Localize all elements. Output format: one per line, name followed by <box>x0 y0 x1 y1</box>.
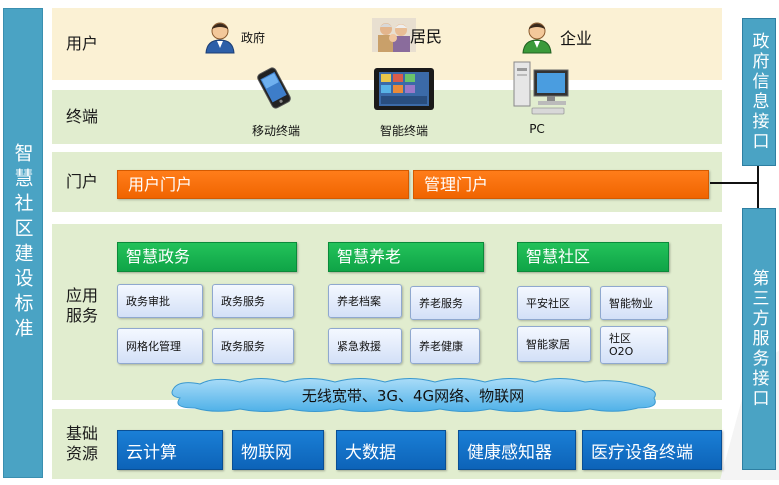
portal-layer-label: 门户 <box>66 172 99 191</box>
gov-interface-box: 政府信息接口 <box>742 18 776 166</box>
application-layer-label: 应用 服务 <box>66 286 99 325</box>
app-group-community-header: 智慧社区 <box>517 242 669 272</box>
person-icon <box>205 22 235 54</box>
diagram-title: 智慧社区建设标准 <box>11 143 34 343</box>
terminal-mobile-label: 移动终端 <box>251 124 300 138</box>
app-item: 养老档案 <box>328 284 402 318</box>
terminal-layer-label: 终端 <box>66 107 99 126</box>
app-item: 网格化管理 <box>117 328 203 364</box>
diagram-title-panel: 智慧社区建设标准 <box>3 8 43 478</box>
third-party-interface-label: 第三方服务接口 <box>748 269 769 409</box>
pc-icon <box>513 61 569 115</box>
app-group-elder-header: 智慧养老 <box>328 242 484 272</box>
base-health-sensor: 健康感知器 <box>458 430 576 470</box>
app-item: 政务服务 <box>212 328 294 364</box>
gov-interface-label: 政府信息接口 <box>748 32 769 152</box>
app-item: 智能物业 <box>600 286 668 320</box>
app-item: 养老服务 <box>410 286 480 320</box>
connector-line-vertical <box>757 166 759 208</box>
app-item: 社区 O2O <box>600 326 668 364</box>
app-item: 紧急救援 <box>328 328 402 364</box>
terminal-smart-label: 智能终端 <box>379 124 428 138</box>
user-enterprise-label: 企业 <box>560 29 593 48</box>
cloud-icon <box>171 378 656 412</box>
phone-icon <box>257 67 291 109</box>
app-group-gov-header: 智慧政务 <box>117 242 297 272</box>
third-party-interface-box: 第三方服务接口 <box>742 208 776 470</box>
base-cloud-computing: 云计算 <box>117 430 223 470</box>
person-icon <box>522 22 552 54</box>
base-big-data: 大数据 <box>336 430 446 470</box>
portal-admin-bar: 管理门户 <box>413 170 709 199</box>
user-enterprise: 企业 <box>518 20 592 54</box>
family-photo-icon <box>372 18 416 52</box>
network-cloud: 无线宽带、3G、4G网络、物联网 <box>160 376 666 414</box>
user-gov-label: 政府 <box>241 30 266 45</box>
app-item: 政务服务 <box>212 284 294 318</box>
base-iot: 物联网 <box>232 430 324 470</box>
app-item: 政务审批 <box>117 284 203 318</box>
user-gov: 政府 <box>203 20 265 54</box>
connector-line <box>710 182 758 184</box>
network-label: 无线宽带、3G、4G网络、物联网 <box>301 386 525 405</box>
terminal-pc-label: PC <box>529 122 545 136</box>
app-item: 平安社区 <box>517 286 591 320</box>
app-item: 养老健康 <box>410 328 480 364</box>
tablet-icon <box>374 68 434 110</box>
portal-user-bar: 用户门户 <box>117 170 409 199</box>
app-item: 智能家居 <box>517 326 591 362</box>
base-layer-label: 基础 资源 <box>66 424 99 463</box>
user-layer-label: 用户 <box>66 34 99 53</box>
user-resident: 居民 <box>372 18 442 52</box>
base-medical-device: 医疗设备终端 <box>582 430 722 470</box>
user-resident-label: 居民 <box>410 27 443 46</box>
